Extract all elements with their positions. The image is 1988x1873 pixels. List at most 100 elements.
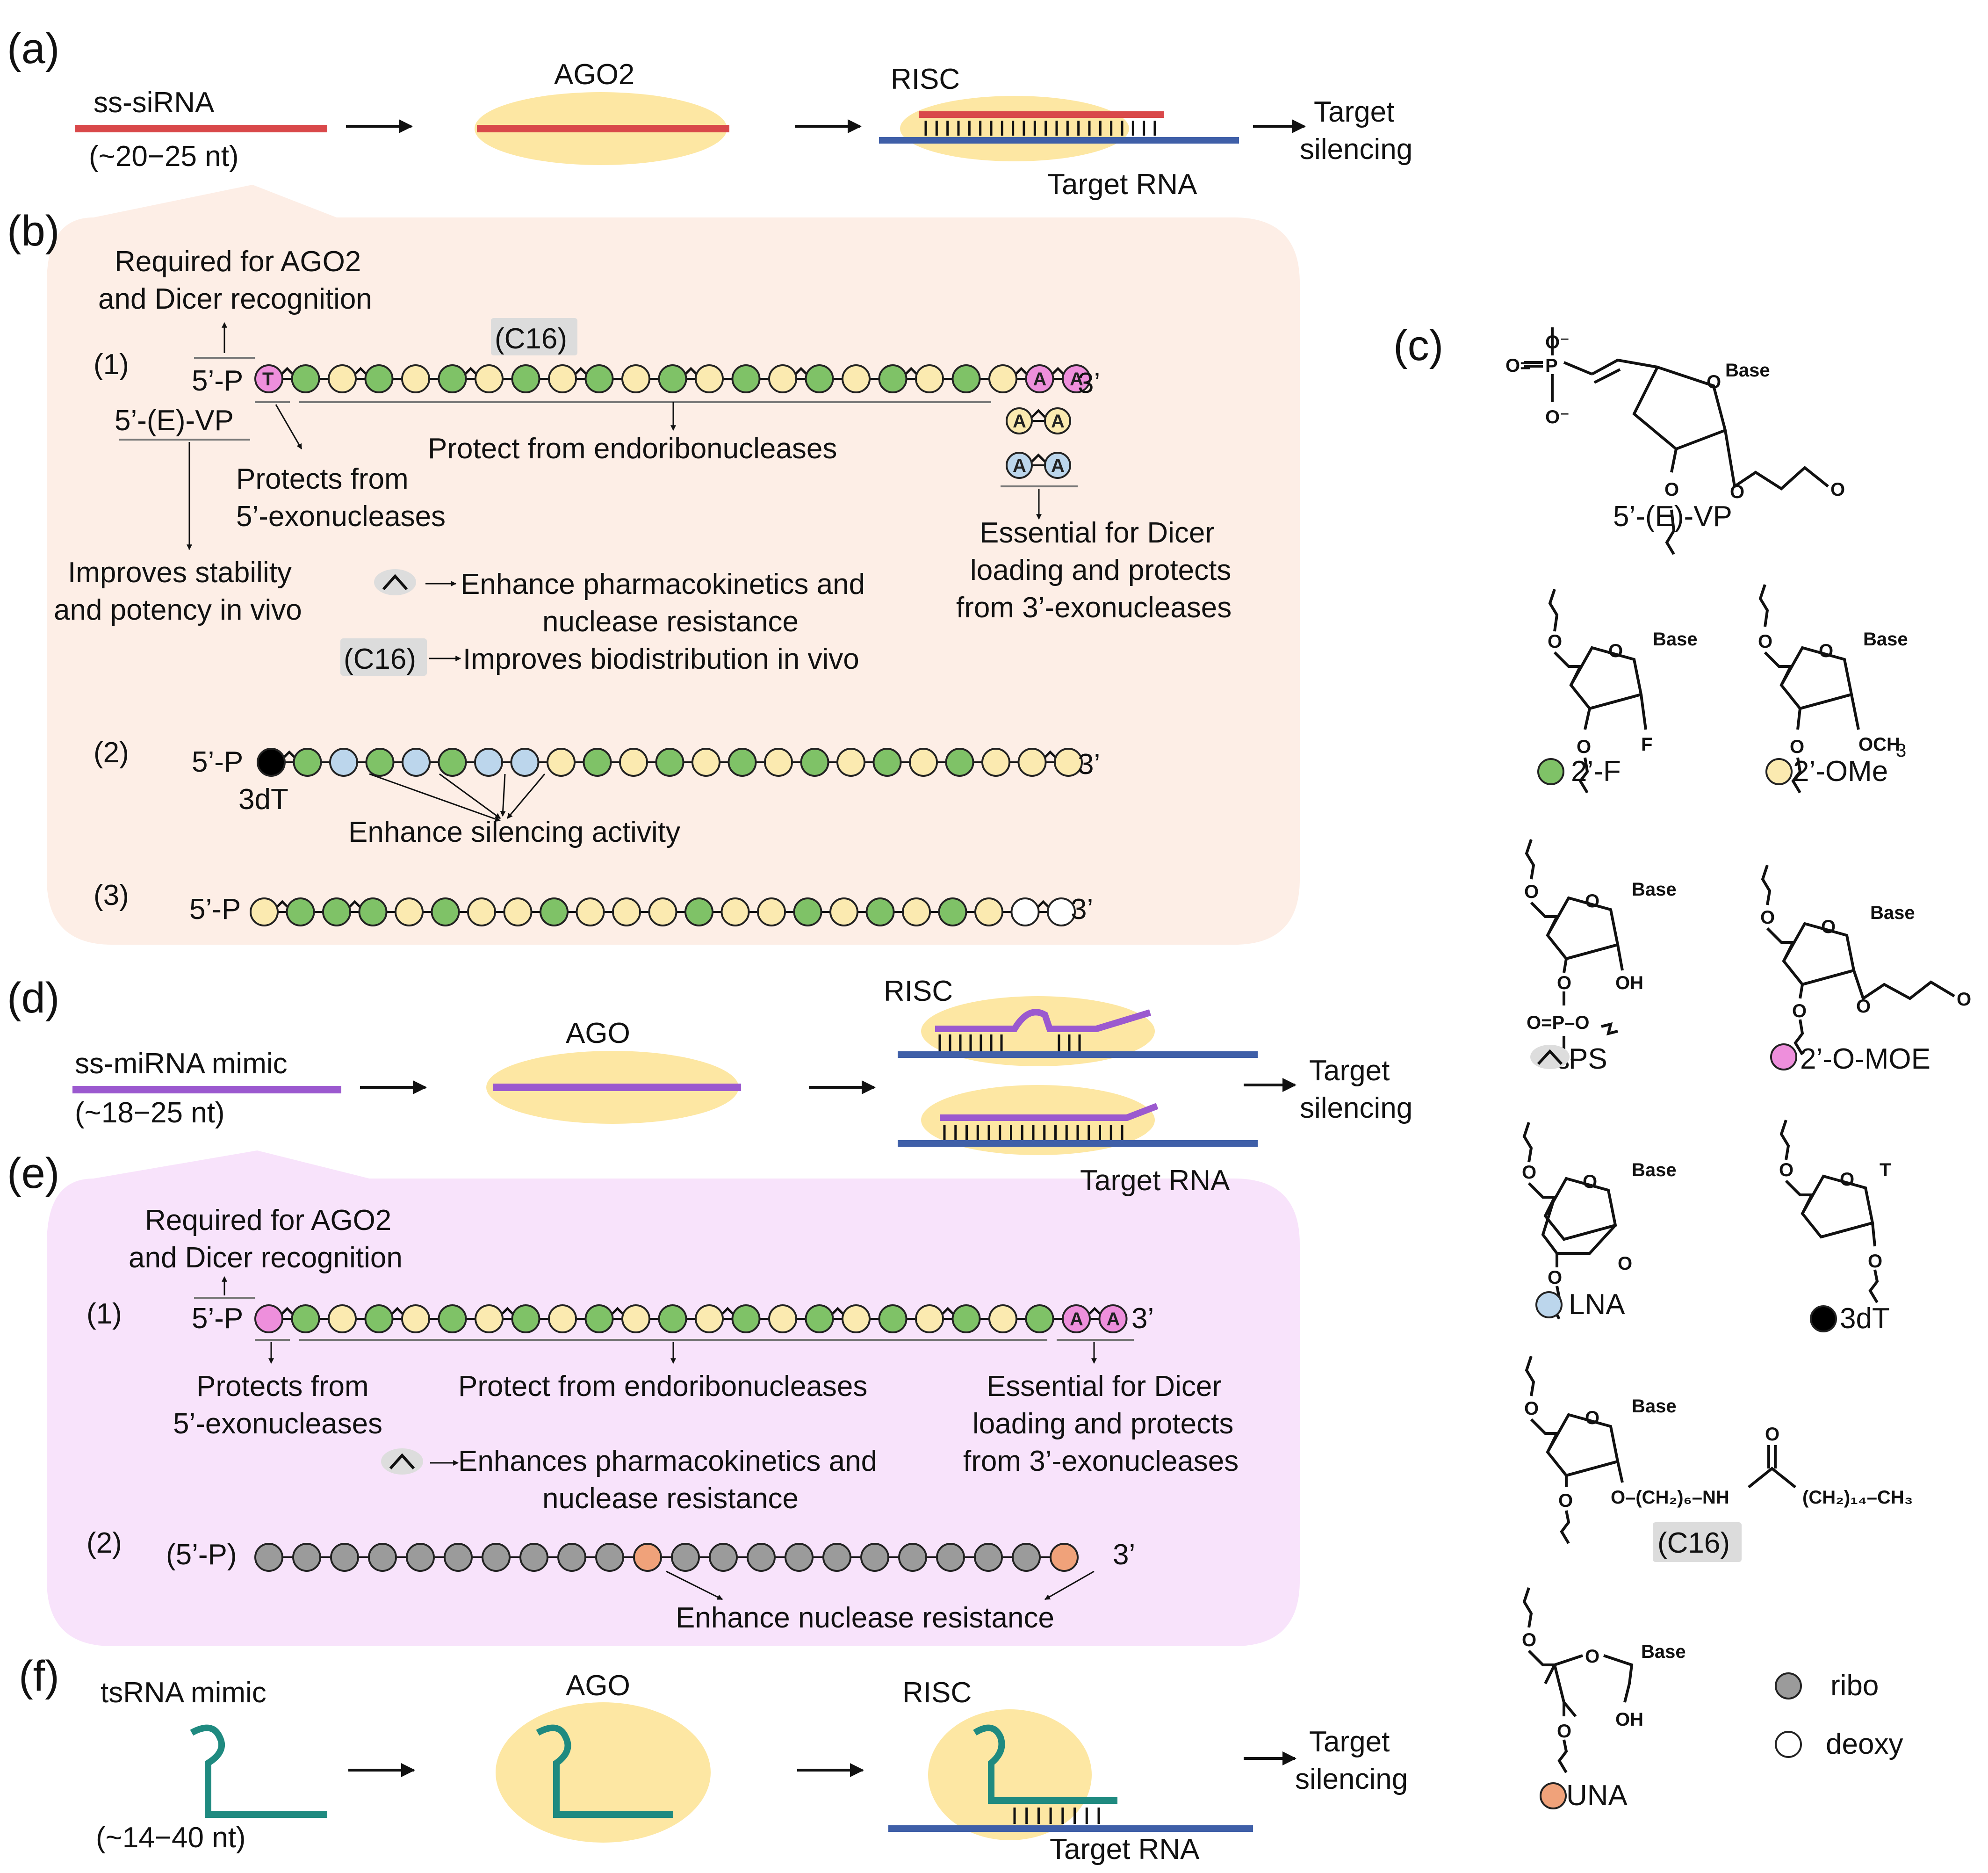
nucleotide-ome (757, 897, 786, 926)
svg-text:O: O (1790, 737, 1804, 757)
nucleotide-fluoro (658, 1304, 687, 1333)
nucleotide-fluoro (511, 364, 540, 393)
nucleotide-ribo (292, 1543, 321, 1572)
e1-essential-3: from 3’-exonucleases (963, 1445, 1239, 1477)
ss-sirna-label: ss-siRNA (94, 87, 215, 119)
nucleotide-ome (503, 897, 533, 926)
nucleotide-ome (915, 1304, 944, 1333)
nucleotide-deoxy (1010, 897, 1040, 926)
panel-e-background (47, 1150, 1300, 1646)
nucleotide-letter: A (1051, 411, 1065, 432)
svg-text:Base: Base (1632, 1160, 1677, 1180)
nucleotide-ribo (898, 1543, 927, 1572)
nucleotide-ribo (557, 1543, 586, 1572)
b-c16-note: Improves biodistribution in vivo (463, 643, 859, 675)
risc-mirna-d1 (935, 1009, 1152, 1032)
svg-text:Base: Base (1653, 629, 1698, 650)
nucleotide-fluoro (358, 897, 388, 926)
nucleotide-ribo (860, 1543, 889, 1572)
nucleotide-ome (768, 364, 797, 393)
nucleotide-fluoro (658, 364, 687, 393)
b1-protect5-1: Protects from (236, 463, 409, 495)
ribo-caption: ribo (1830, 1670, 1879, 1702)
nucleotide-ome (395, 897, 424, 926)
svg-text:O: O (1856, 996, 1871, 1017)
nucleotide-ribo (936, 1543, 965, 1572)
b1-essential-3: from 3’-exonucleases (956, 592, 1232, 624)
target-rna-label-a: Target RNA (1047, 168, 1197, 201)
nucleotide-letter: A (1070, 369, 1083, 390)
ss-sirna-length: (~20−25 nt) (89, 140, 239, 173)
nucleotide-fluoro (938, 897, 967, 926)
nucleotide-deoxy (1047, 897, 1076, 926)
nucleotide-moe (254, 1304, 283, 1333)
svg-text:T: T (1880, 1160, 1891, 1180)
outcome-d-line1: Target (1309, 1055, 1390, 1087)
nucleotide-ome (695, 1304, 724, 1333)
b-c16-legend-tag: (C16) (344, 643, 416, 675)
panel-label-f: (f) (19, 1652, 59, 1700)
nucleotide-ome (576, 897, 605, 926)
b-row3-label: (3) (94, 879, 129, 911)
b-row2-label: (2) (94, 737, 129, 769)
risc-mirna-d2 (940, 1103, 1159, 1121)
nucleotide-fluoro (731, 1304, 761, 1333)
nucleotide-ome (988, 364, 1017, 393)
e-note-required-1: Required for AGO2 (145, 1204, 391, 1237)
svg-text:Base: Base (1863, 629, 1908, 650)
svg-text:O: O (1760, 907, 1775, 928)
nucleotide-fluoro (322, 897, 351, 926)
nucleotide-letter: T (262, 369, 274, 390)
nucleotide-ribo (444, 1543, 473, 1572)
nucleotide-letter: A (1033, 369, 1047, 390)
svg-text:OH: OH (1615, 973, 1643, 993)
nucleotide-ome (619, 748, 648, 777)
nucleotide-ome (401, 1304, 430, 1333)
nucleotide-fluoro (438, 748, 467, 777)
tsrna-length: (~14−40 nt) (96, 1822, 246, 1854)
e1-essential-1: Essential for Dicer (987, 1370, 1222, 1403)
nucleotide-ome (988, 1304, 1017, 1333)
nucleotide-ome (621, 364, 650, 393)
e2-five-p: (5’-P) (166, 1539, 237, 1571)
nucleotide-ome (250, 897, 279, 926)
nucleotide-fluoro (1025, 1304, 1054, 1333)
svg-text:O: O (1558, 1490, 1573, 1511)
panel-label-a: (a) (7, 25, 59, 72)
nucleotide-ome (612, 897, 641, 926)
nucleotide-ribo (330, 1543, 359, 1572)
nucleotide-ome (1017, 748, 1047, 777)
nucleotide-moe (1062, 364, 1091, 393)
b2-3dt-label: 3dT (238, 783, 288, 816)
b1-c16-box (491, 318, 577, 355)
b2-sequence (257, 748, 1083, 777)
e1-protect-endo: Protect from endoribonucleases (458, 1370, 867, 1403)
svg-text:O: O (1577, 737, 1591, 757)
b-note-required-1: Required for AGO2 (115, 246, 361, 278)
nucleotide-ome (836, 748, 865, 777)
svg-text:O=: O= (1505, 355, 1531, 376)
svg-text:O: O (1792, 1001, 1807, 1021)
svg-text:O: O (1585, 891, 1599, 911)
una-legend-dot (1540, 1782, 1567, 1809)
svg-text:(CH₂)₁₄–CH₃: (CH₂)₁₄–CH₃ (1802, 1487, 1913, 1508)
e1-protect5-1: Protects from (196, 1370, 369, 1403)
e2-arrow-right (1044, 1570, 1095, 1600)
nucleotide-ribo (1012, 1543, 1041, 1572)
svg-text:Base: Base (1641, 1642, 1686, 1662)
outcome-d-line2: silencing (1300, 1092, 1412, 1124)
nucleotide-fluoro (438, 364, 467, 393)
svg-text:O: O (1522, 1630, 1536, 1650)
b-c16-legend-box (340, 638, 427, 676)
nucleotide-ome (548, 1304, 577, 1333)
nucleotide-ome (648, 897, 677, 926)
nucleotide-letter: A (1013, 411, 1026, 432)
nucleotide-ome (328, 364, 357, 393)
ome-structure: O O Base O OCH 3 (1758, 584, 1908, 794)
b-row1-label: (1) (94, 348, 129, 381)
e-row1-label: (1) (86, 1298, 122, 1330)
e1-protect5-2: 5’-exonucleases (173, 1408, 382, 1440)
nucleotide-lna (1006, 452, 1033, 479)
nucleotide-moe (1025, 364, 1054, 393)
nucleotide-fluoro (286, 897, 315, 926)
